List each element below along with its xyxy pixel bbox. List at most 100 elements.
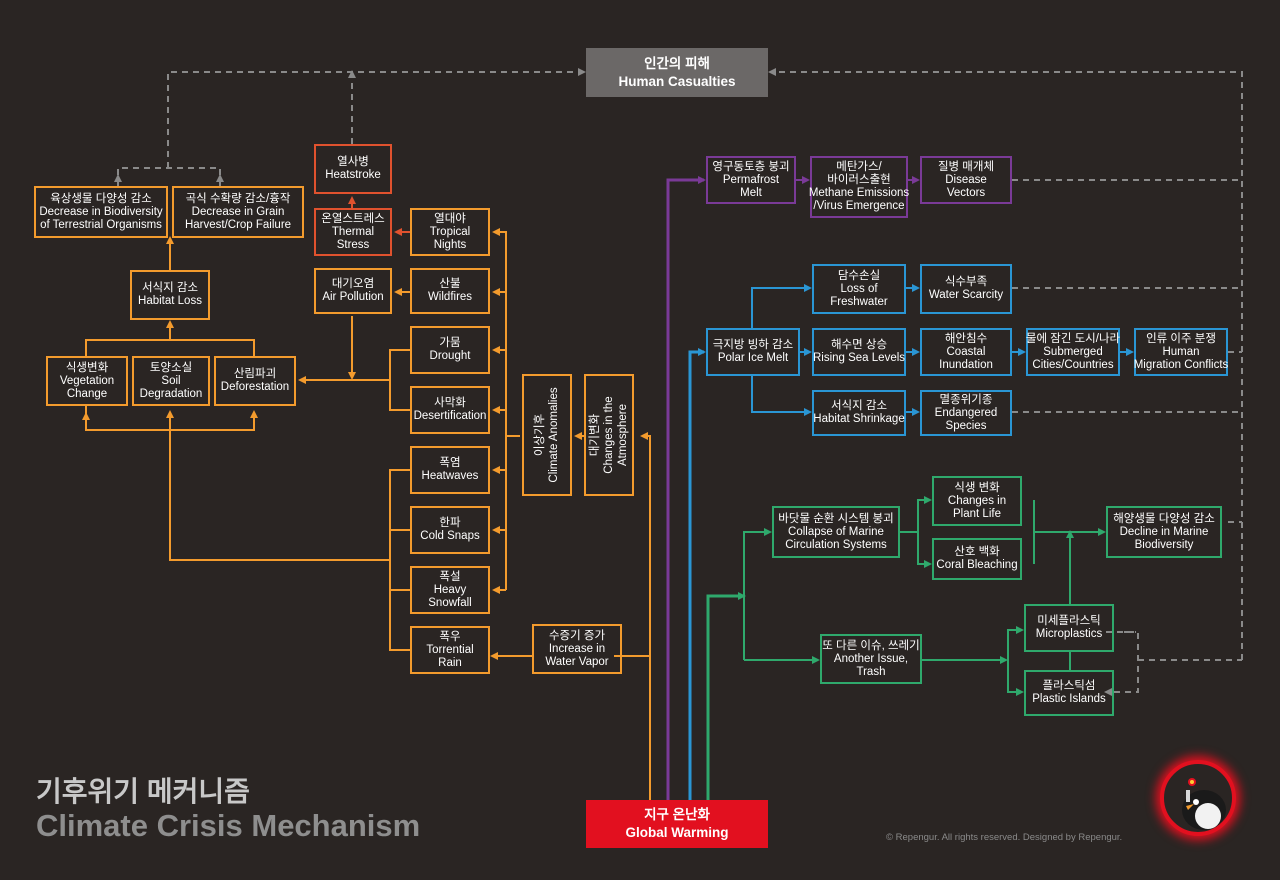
node-label-en: Loss of xyxy=(840,282,878,295)
node-label-en: Harvest/Crop Failure xyxy=(184,218,292,231)
node-label-ko: 가뭄 xyxy=(439,337,461,349)
node-marine-circulation: 바닷물 순환 시스템 붕괴 Collapse of Marine Circula… xyxy=(772,506,900,558)
node-drought: 가뭄 Drought xyxy=(410,326,490,374)
node-label-en: Another Issue, xyxy=(833,652,909,665)
node-label-ko: 미세플라스틱 xyxy=(1037,615,1101,627)
node-air-pollution: 대기오염 Air Pollution xyxy=(314,268,392,314)
node-label-en: Vegetation xyxy=(59,374,115,387)
node-vegetation-change: 식생변화 Vegetation Change xyxy=(46,356,128,406)
node-label-ko: 또 다른 이슈, 쓰레기 xyxy=(822,639,920,652)
node-label-ko: 인류 이주 분쟁 xyxy=(1146,332,1216,345)
node-soil-degradation: 토양소실 Soil Degradation xyxy=(132,356,210,406)
node-label-en: Increase in xyxy=(548,642,606,655)
node-label-ko: 담수손실 xyxy=(837,269,881,282)
node-habitat-shrinkage: 서식지 감소 Habitat Shrinkage xyxy=(812,390,906,436)
node-label-en: Inundation xyxy=(939,358,993,371)
node-label-en: Rain xyxy=(438,656,462,669)
node-label-en: Habitat Shrinkage xyxy=(813,413,905,425)
node-label-ko: 폭염 xyxy=(439,457,461,469)
node-label-en: Melt xyxy=(740,186,762,199)
node-label-en: Desertification xyxy=(413,410,487,422)
node-label-en: Decrease in Grain xyxy=(191,205,285,218)
node-label-ko: 해양생물 다양성 감소 xyxy=(1113,512,1215,525)
node-grain-harvest: 곡식 수확량 감소/흉작 Decrease in Grain Harvest/C… xyxy=(172,186,304,238)
node-label-en: Heatwaves xyxy=(421,470,479,482)
node-label-ko: 서식지 감소 xyxy=(830,400,888,412)
node-label-en: Snowfall xyxy=(428,596,472,609)
node-label-en: Cities/Countries xyxy=(1032,358,1114,371)
node-label-en: Human xyxy=(1162,345,1200,358)
node-plastic-islands: 플라스틱섬 Plastic Islands xyxy=(1024,670,1114,716)
node-label-en: Climate Anomalies xyxy=(548,387,560,483)
node-trash: 또 다른 이슈, 쓰레기 Another Issue, Trash xyxy=(820,634,922,684)
node-label-ko: 폭설 xyxy=(439,570,461,583)
node-coral-bleaching: 산호 백화 Coral Bleaching xyxy=(932,538,1022,580)
node-label-ko: 영구동토층 붕괴 xyxy=(712,160,790,173)
node-label-ko: 물에 잠긴 도시/나라 xyxy=(1025,332,1121,345)
node-label-ko: 해수면 상승 xyxy=(830,339,888,351)
node-label-ko: 바이러스출현 xyxy=(827,174,891,186)
node-label-ko: 한파 xyxy=(439,517,461,529)
node-label-ko: 바닷물 순환 시스템 붕괴 xyxy=(778,512,894,525)
node-label-en: Collapse of Marine xyxy=(788,525,884,538)
node-label-en: Soil xyxy=(161,374,181,387)
node-label-ko: 온열스트레스 xyxy=(321,212,385,225)
node-label-en: Drought xyxy=(429,350,471,362)
node-label-ko: 곡식 수확량 감소/흉작 xyxy=(185,192,291,205)
title-en: Climate Crisis Mechanism xyxy=(36,808,421,843)
human-casualties-en: Human Casualties xyxy=(618,73,736,89)
node-terrestrial-biodiversity: 육상생물 다양성 감소 Decrease in Biodiversity of … xyxy=(34,186,168,238)
node-atmosphere-changes: 대기변화 Changes in the Atmosphere xyxy=(584,374,634,496)
node-label-ko: 식생변화 xyxy=(65,361,109,374)
penguin-logo-icon xyxy=(1160,760,1236,836)
node-label-ko: 이상기후 xyxy=(534,413,546,457)
node-label-en: Permafrost xyxy=(722,173,780,186)
node-label-ko: 식생 변화 xyxy=(954,481,1000,494)
node-label-en: Coral Bleaching xyxy=(936,559,1018,571)
node-label-en: Heatstroke xyxy=(325,169,381,181)
node-heatwaves: 폭염 Heatwaves xyxy=(410,446,490,494)
node-label-ko: 육상생물 다양성 감소 xyxy=(50,192,152,205)
node-deforestation: 산림파괴 Deforestation xyxy=(214,356,296,406)
node-label-en: Coastal xyxy=(946,345,986,358)
node-label-en: Plastic Islands xyxy=(1032,693,1106,705)
node-label-en: Atmosphere xyxy=(617,404,629,467)
node-label-ko: 멸종위기종 xyxy=(939,393,993,406)
human-casualties-box: 인간의 피해 Human Casualties xyxy=(586,48,768,97)
node-label-ko: 폭우 xyxy=(439,630,461,643)
node-label-en: Stress xyxy=(336,238,370,251)
node-label-en: Freshwater xyxy=(830,295,888,308)
node-label-en: Endangered xyxy=(934,406,998,419)
node-torrential-rain: 폭우 Torrential Rain xyxy=(410,626,490,674)
title-ko: 기후위기 메커니즘 xyxy=(36,776,250,807)
node-label-en: Changes in xyxy=(947,494,1007,507)
node-label-en: Disease xyxy=(945,173,987,186)
node-label-ko: 열대야 xyxy=(434,212,466,225)
node-marine-biodiversity: 해양생물 다양성 감소 Decline in Marine Biodiversi… xyxy=(1106,506,1222,558)
node-label-ko: 수증기 증가 xyxy=(548,629,606,642)
node-label-en: Methane Emissions xyxy=(808,187,910,199)
node-label-en: Water Scarcity xyxy=(928,289,1004,301)
node-wildfires: 산불 Wildfires xyxy=(410,268,490,314)
node-polar-ice-melt: 극지방 빙하 감소 Polar Ice Melt xyxy=(706,328,800,376)
node-rising-sea-levels: 해수면 상승 Rising Sea Levels xyxy=(812,328,906,376)
node-label-ko: 극지방 빙하 감소 xyxy=(712,339,794,351)
node-label-ko: 토양소실 xyxy=(149,361,193,374)
node-label-en: Decline in Marine xyxy=(1119,525,1209,538)
node-label-ko: 메탄가스/ xyxy=(836,161,882,173)
node-label-en: Nights xyxy=(433,238,467,251)
node-label-ko: 플라스틱섬 xyxy=(1042,680,1096,692)
node-water-vapor: 수증기 증가 Increase in Water Vapor xyxy=(532,624,622,674)
node-label-en: Torrential xyxy=(426,643,474,656)
node-label-en: Plant Life xyxy=(953,507,1001,520)
node-label-en: Deforestation xyxy=(220,381,290,393)
node-label-en: /Virus Emergence xyxy=(813,200,905,212)
node-submerged-cities: 물에 잠긴 도시/나라 Submerged Cities/Countries xyxy=(1026,328,1120,376)
node-label-en: Thermal xyxy=(331,225,375,238)
node-permafrost-melt: 영구동토층 붕괴 Permafrost Melt xyxy=(706,156,796,204)
node-heatstroke: 열사병 Heatstroke xyxy=(314,144,392,194)
node-label-en: Microplastics xyxy=(1035,628,1103,640)
node-cold-snaps: 한파 Cold Snaps xyxy=(410,506,490,554)
copyright-text: © Repengur. All rights reserved. Designe… xyxy=(886,832,1123,843)
